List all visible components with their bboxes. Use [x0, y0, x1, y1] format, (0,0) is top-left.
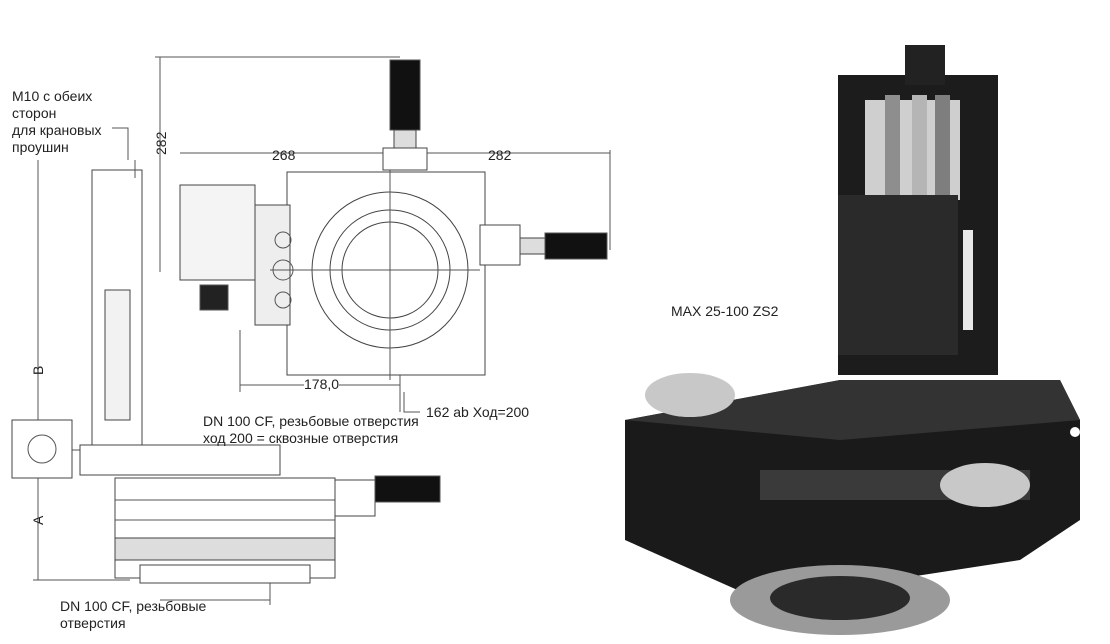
- dim-center: 178,0: [304, 376, 340, 392]
- model-label: MAX 25-100 ZS2: [671, 303, 779, 319]
- dim-vertical-top: 282: [153, 131, 169, 155]
- note-line: DN 100 CF, резьбовые: [60, 598, 207, 614]
- note-line: ход 200 = сквозные отверстия: [203, 430, 399, 446]
- motor: [179, 184, 256, 281]
- note-line: DN 100 CF, резьбовые отверстия: [203, 413, 419, 429]
- note-line: сторон: [12, 105, 57, 121]
- dim-left: 268: [272, 147, 296, 163]
- dim-b: B: [30, 365, 46, 375]
- dim-travel: 162 ab Ход=200: [426, 404, 530, 420]
- base-stage: [114, 477, 336, 579]
- crane-lug-note: M10 с обеих сторон для крановых проушин: [12, 88, 102, 156]
- note-line: M10 с обеих: [12, 88, 93, 104]
- note-line: для крановых: [12, 122, 102, 138]
- product-photo: [625, 45, 1080, 635]
- dim-right: 282: [488, 147, 512, 163]
- note-line: проушин: [12, 139, 69, 155]
- dim-a: A: [30, 515, 46, 525]
- stage-top-view: [286, 171, 486, 376]
- flange-top-note: DN 100 CF, резьбовые отверстия ход 200 =…: [203, 413, 419, 447]
- note-line: отверстия: [60, 615, 126, 631]
- flange-bottom-note: DN 100 CF, резьбовые отверстия: [60, 598, 206, 632]
